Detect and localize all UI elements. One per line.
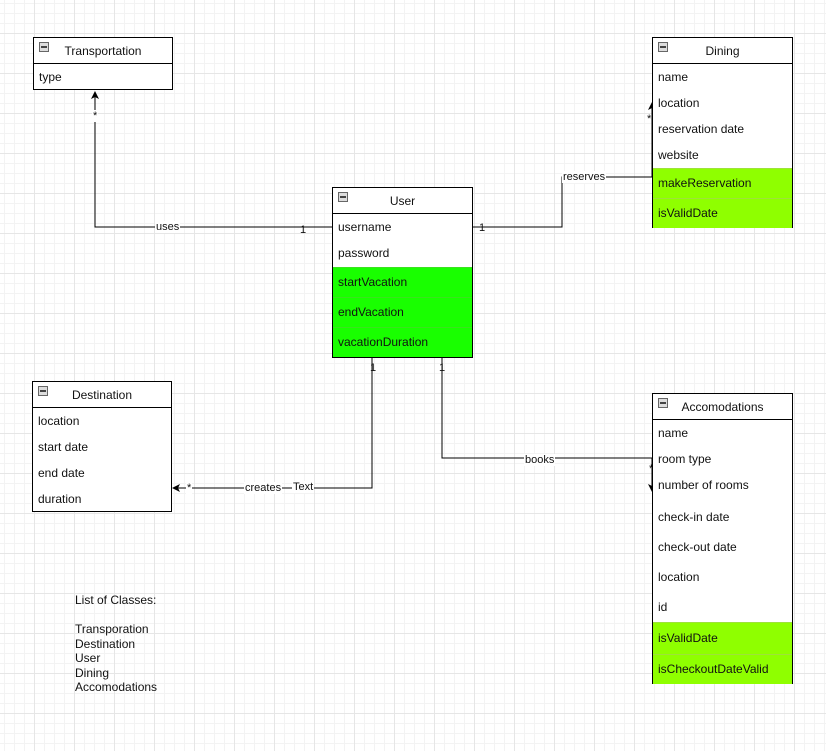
mult-creates-source: 1 <box>370 362 377 374</box>
collapse-icon[interactable] <box>658 398 668 408</box>
note-title: List of Classes: <box>75 593 157 607</box>
edge-label-uses: uses <box>155 221 181 233</box>
class-title: Accomodations <box>681 400 764 414</box>
method-row[interactable]: startVacation <box>333 267 472 297</box>
note-item: Transporation <box>75 622 149 636</box>
mult-reserves-source: 1 <box>479 222 486 234</box>
attribute-row[interactable]: name <box>658 426 689 440</box>
attribute-row[interactable]: reservation date <box>658 122 745 136</box>
attribute-row[interactable]: check-in date <box>658 510 730 524</box>
edge-uses[interactable] <box>91 91 332 228</box>
class-title: User <box>389 194 416 208</box>
attribute-row[interactable]: website <box>658 148 699 162</box>
edge-books[interactable] <box>441 357 656 492</box>
attribute-row[interactable]: check-out date <box>658 540 737 554</box>
class-title: Dining <box>705 44 740 58</box>
collapse-icon[interactable] <box>38 386 48 396</box>
attribute-row[interactable]: start date <box>38 440 89 454</box>
attribute-row[interactable]: name <box>658 70 689 84</box>
class-header: Accomodations <box>653 394 792 420</box>
attribute-row[interactable]: room type <box>658 452 712 466</box>
attribute-row[interactable]: type <box>39 70 62 84</box>
note-item: User <box>75 651 101 665</box>
edge-label-reserves: reserves <box>562 171 607 183</box>
class-title: Transportation <box>64 44 142 58</box>
class-header: Transportation <box>34 38 172 64</box>
edge-creates[interactable] <box>172 357 373 492</box>
attribute-row[interactable]: location <box>658 96 700 110</box>
class-header: User <box>333 188 472 214</box>
mult-creates-target: * <box>186 482 193 494</box>
collapse-icon[interactable] <box>39 42 49 52</box>
method-row[interactable]: isValidDate <box>653 198 792 228</box>
edge-label-creates: creates <box>244 482 283 494</box>
mult-books-target: * <box>649 463 653 475</box>
mult-books-source: 1 <box>439 362 446 374</box>
edge-reserves[interactable] <box>472 102 656 228</box>
attribute-row[interactable]: duration <box>38 492 82 506</box>
note-item: Destination <box>75 636 136 651</box>
attribute-row[interactable]: location <box>38 414 80 428</box>
attribute-row[interactable]: password <box>338 246 390 260</box>
class-accomodations[interactable]: Accomodations name room type number of r… <box>652 393 793 684</box>
collapse-icon[interactable] <box>338 192 348 202</box>
method-row[interactable]: isValidDate <box>653 622 792 654</box>
note-item: Dining <box>75 665 110 680</box>
edge-label-creates-text: Text <box>292 481 315 493</box>
mult-uses-source: 1 <box>300 224 307 236</box>
edge-label-books: books <box>524 454 556 466</box>
class-title: Destination <box>71 388 133 402</box>
attribute-row[interactable]: location <box>658 570 700 584</box>
mult-reserves-target: * <box>647 113 652 125</box>
class-user[interactable]: User username password startVacation end… <box>332 187 473 358</box>
class-transportation[interactable]: Transportation type <box>33 37 173 90</box>
attribute-row[interactable]: number of rooms <box>658 478 749 492</box>
method-row[interactable]: isCheckoutDateValid <box>653 654 792 684</box>
class-list-note[interactable]: List of Classes: Transporation Destinati… <box>75 593 157 695</box>
class-header: Destination <box>33 382 171 408</box>
collapse-icon[interactable] <box>658 42 668 52</box>
note-item: Accomodations <box>75 680 158 694</box>
mult-uses-target: * <box>92 110 99 122</box>
attribute-row[interactable]: username <box>338 220 392 234</box>
attribute-row[interactable]: id <box>658 600 668 614</box>
method-row[interactable]: endVacation <box>333 297 472 327</box>
class-header: Dining <box>653 38 792 64</box>
class-destination[interactable]: Destination location start date end date… <box>32 381 172 512</box>
method-row[interactable]: vacationDuration <box>333 327 472 357</box>
method-row[interactable]: makeReservation <box>653 168 792 198</box>
attribute-row[interactable]: end date <box>38 466 85 480</box>
class-dining[interactable]: Dining name location reservation date we… <box>652 37 793 228</box>
